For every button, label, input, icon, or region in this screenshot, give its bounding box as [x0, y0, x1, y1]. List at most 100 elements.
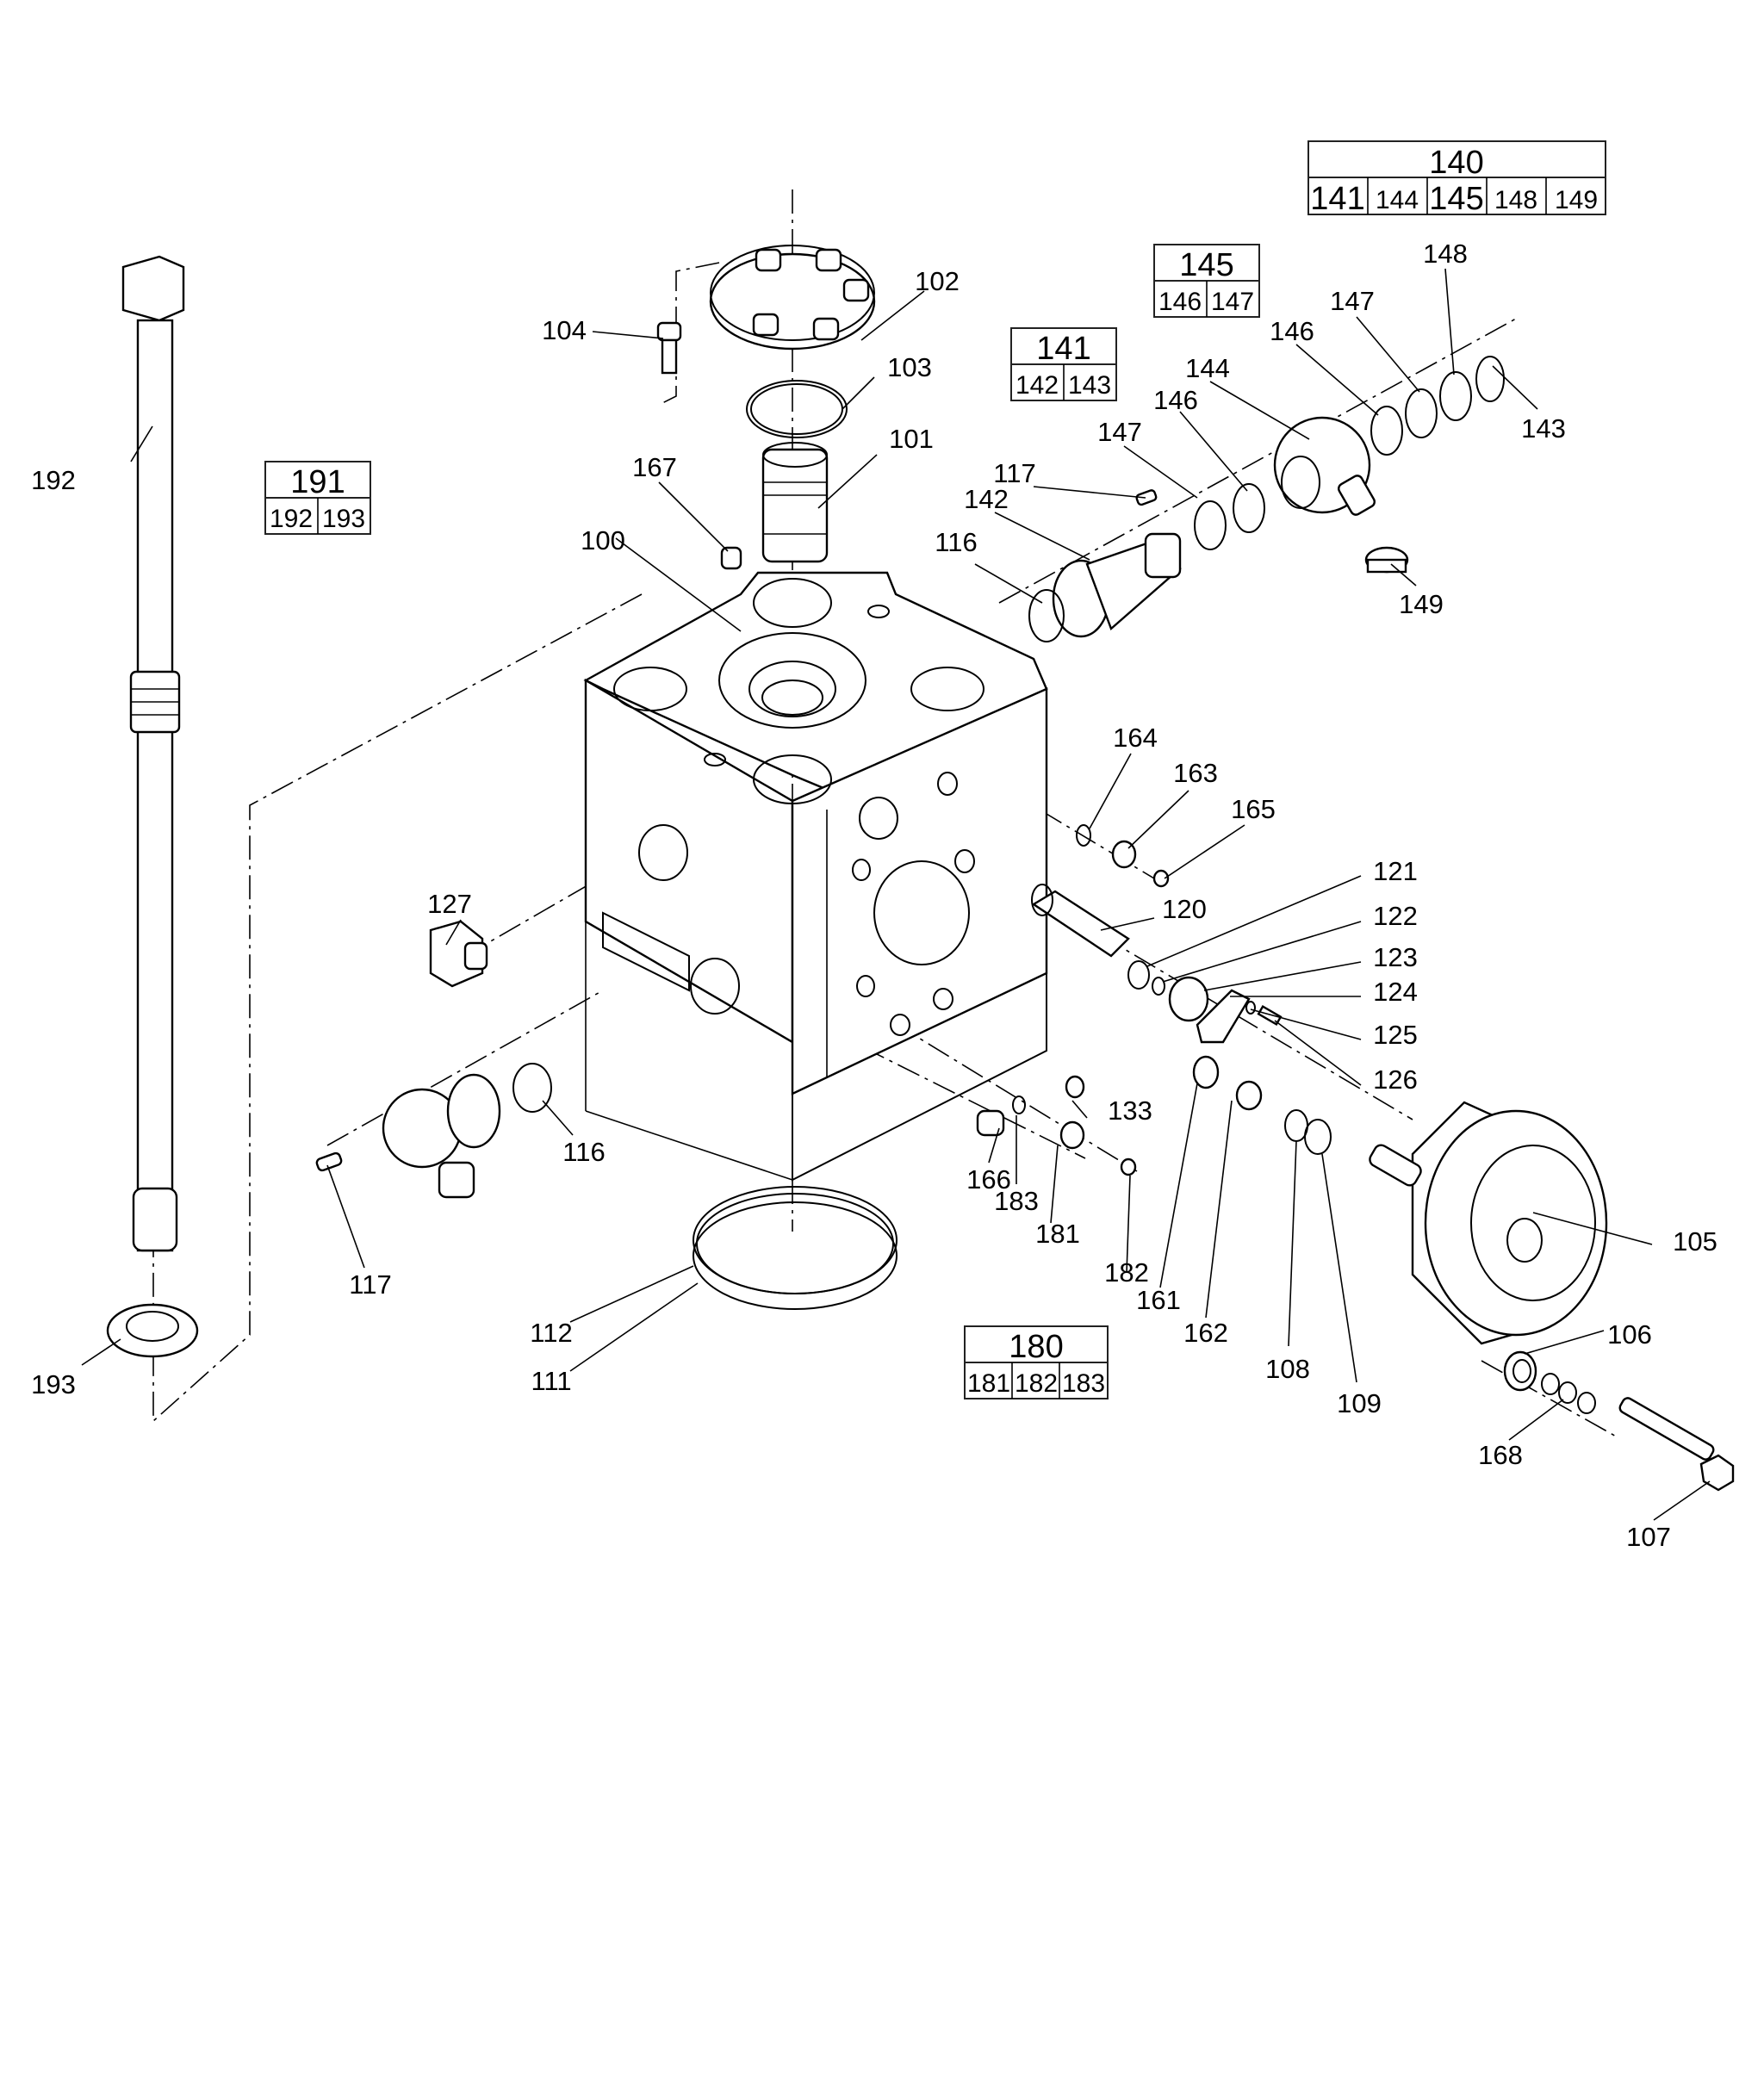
valve-housing-lower [382, 1073, 501, 1199]
kit-table-191: 191 192 193 [264, 461, 371, 535]
callout-116-upper: 116 [935, 527, 977, 557]
seal-rings-part-111-112 [693, 1186, 898, 1310]
callout-181: 181 [1035, 1219, 1080, 1249]
o-ring-part-103 [746, 380, 848, 438]
valve-block-part-100 [583, 571, 1048, 1182]
callout-163: 163 [1173, 758, 1218, 788]
kit-141-cell: 142 [1016, 371, 1059, 400]
callout-164: 164 [1113, 723, 1158, 753]
o-ring-part-121 [1127, 960, 1150, 990]
kit-180-cell: 182 [1015, 1369, 1058, 1398]
callout-161: 161 [1136, 1285, 1181, 1315]
kit-table-180: 180 181 182 183 [964, 1325, 1109, 1399]
ring-part-183 [1012, 1095, 1026, 1114]
cap-part-149 [1364, 546, 1409, 574]
callout-166: 166 [966, 1164, 1011, 1195]
callout-146-outer: 146 [1270, 316, 1314, 346]
motor-part-105 [1369, 1101, 1608, 1345]
callout-109: 109 [1337, 1388, 1382, 1418]
callout-103: 103 [887, 352, 932, 382]
callout-147-inner: 147 [1097, 417, 1142, 447]
callout-117-lower: 117 [349, 1269, 391, 1300]
ring-part-148 [1439, 371, 1472, 421]
kit-140-header: 140 [1429, 145, 1483, 181]
callout-143: 143 [1521, 413, 1566, 444]
kit-191-cell: 192 [270, 505, 313, 533]
kit-191-header: 191 [290, 464, 345, 500]
callout-100: 100 [581, 525, 625, 555]
callout-165: 165 [1231, 794, 1276, 824]
plug-part-133 [1065, 1075, 1085, 1099]
callout-106: 106 [1607, 1319, 1652, 1350]
callout-162: 162 [1183, 1318, 1228, 1348]
callout-102: 102 [915, 266, 960, 296]
callout-labels: 102 104 103 101 167 100 192 116 117 142 … [31, 239, 1717, 1552]
housing-part-144 [1273, 416, 1376, 516]
kit-180-header: 180 [1009, 1329, 1063, 1365]
callout-111: 111 [531, 1366, 571, 1396]
rings-part-168 [1541, 1373, 1596, 1414]
lever-part-124 [1196, 989, 1251, 1044]
screw-part-182 [1120, 1157, 1137, 1176]
callout-127: 127 [427, 889, 472, 919]
cover-part-102 [709, 245, 876, 351]
pin-part-167 [720, 546, 742, 570]
rings-part-146-147 [1194, 388, 1438, 550]
o-ring-part-116-lower [512, 1063, 552, 1113]
screw-part-104 [656, 321, 682, 375]
callout-142: 142 [964, 484, 1009, 514]
callout-146-inner: 146 [1153, 385, 1198, 415]
callout-148: 148 [1423, 239, 1468, 269]
callout-107: 107 [1626, 1522, 1671, 1552]
callout-116-lower: 116 [562, 1137, 605, 1167]
callout-108: 108 [1265, 1354, 1310, 1384]
nut-part-193 [106, 1303, 199, 1358]
sleeve-part-101 [761, 442, 829, 563]
filter-part-161 [1192, 1055, 1220, 1089]
callout-149: 149 [1399, 589, 1444, 619]
ring-part-125 [1245, 1001, 1256, 1015]
kit-140-cell: 145 [1429, 181, 1483, 217]
callout-168: 168 [1478, 1440, 1523, 1470]
callout-133: 133 [1108, 1095, 1152, 1126]
bolt-part-107 [1618, 1397, 1735, 1492]
callout-101: 101 [889, 424, 934, 454]
plug-part-127 [429, 920, 488, 988]
callout-182: 182 [1104, 1257, 1149, 1288]
callout-126: 126 [1373, 1064, 1418, 1095]
callout-120: 120 [1162, 894, 1207, 924]
callout-122: 122 [1373, 901, 1418, 931]
o-ring-part-116-upper [1028, 589, 1065, 642]
kit-180-cell: 183 [1062, 1369, 1105, 1398]
callout-147-outer: 147 [1330, 286, 1375, 316]
kit-140-cell: 141 [1310, 181, 1364, 217]
callout-144: 144 [1185, 353, 1230, 383]
callout-123: 123 [1373, 942, 1418, 972]
callout-112: 112 [530, 1318, 572, 1348]
kit-140-cell: 148 [1494, 186, 1537, 214]
kit-table-141: 141 142 143 [1010, 327, 1117, 401]
callout-121: 121 [1373, 856, 1418, 886]
callout-167: 167 [632, 452, 677, 482]
nut-part-123 [1168, 976, 1209, 1022]
screw-part-117-upper [1135, 489, 1158, 506]
pin-part-126 [1257, 1005, 1283, 1026]
kit-145-cell: 146 [1158, 288, 1202, 316]
kit-180-cell: 181 [967, 1369, 1010, 1398]
kit-145-cell: 147 [1211, 288, 1254, 316]
kit-191-cell: 193 [322, 505, 365, 533]
sleeve-part-162 [1235, 1080, 1263, 1111]
leader-lines [81, 268, 1711, 1521]
plug-part-181 [1059, 1120, 1085, 1150]
kit-table-145: 145 146 147 [1153, 244, 1260, 318]
sleeve-part-166 [976, 1109, 1005, 1137]
callout-104: 104 [542, 315, 587, 345]
ring-part-122 [1152, 977, 1165, 996]
callout-183: 183 [994, 1186, 1039, 1216]
ring-part-109 [1304, 1119, 1332, 1155]
callout-125: 125 [1373, 1020, 1418, 1050]
washer-part-106 [1503, 1350, 1537, 1392]
kit-141-cell: 143 [1068, 371, 1111, 400]
kit-table-140: 140 141 144 145 148 149 [1307, 140, 1606, 217]
